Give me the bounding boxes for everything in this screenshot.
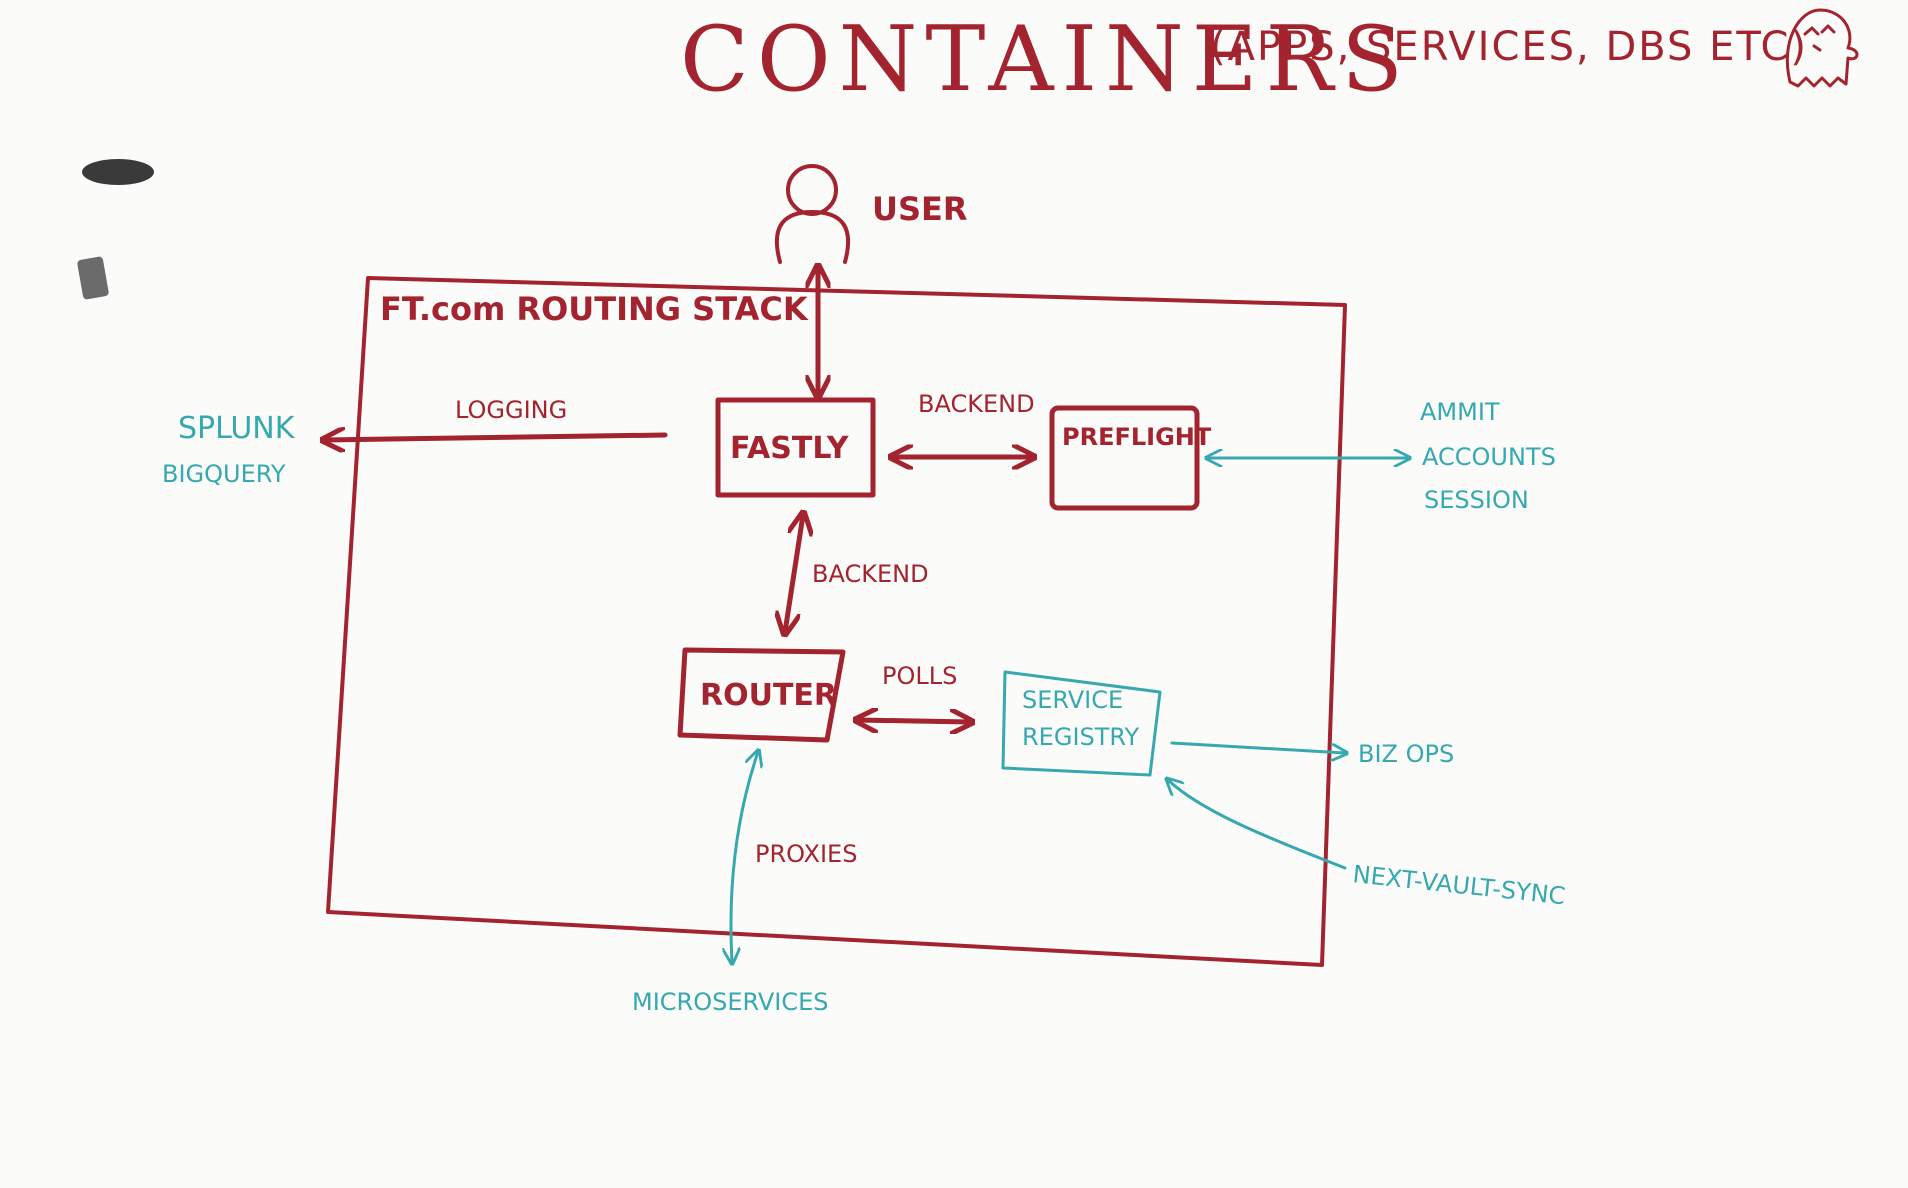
accounts-label: ACCOUNTS: [1422, 443, 1556, 471]
next-vault-sync-label: NEXT-VAULT-SYNC: [1351, 860, 1566, 910]
edge-fastly-router: [785, 515, 803, 632]
preflight-node: [1049, 405, 1200, 511]
edge-router-registry: [858, 720, 970, 722]
ghost-doodle-icon: [1785, 8, 1859, 88]
fastly-node: [715, 397, 876, 498]
splunk-label: SPLUNK: [178, 411, 296, 446]
session-label: SESSION: [1424, 486, 1529, 514]
router-node: [677, 647, 846, 743]
ammit-label: AMMIT: [1420, 398, 1500, 426]
bizops-label: BIZ OPS: [1358, 740, 1454, 768]
magnet-mark-small: [77, 256, 109, 300]
edge-logging: [325, 435, 668, 440]
polls-label: POLLS: [882, 662, 957, 690]
service-registry-node: [1001, 670, 1162, 777]
service-registry-label-2: REGISTRY: [1022, 723, 1140, 751]
backend-label-bottom: BACKEND: [812, 560, 929, 588]
edge-router-microservices: [731, 752, 758, 962]
edge-registry-bizops: [1170, 741, 1345, 753]
proxies-label: PROXIES: [755, 840, 857, 868]
routing-stack-label: FT.com ROUTING STACK: [380, 290, 809, 328]
fastly-label: FASTLY: [730, 431, 850, 466]
user-label: USER: [872, 190, 968, 228]
preflight-label: PREFLIGHT: [1062, 423, 1212, 451]
service-registry-label-1: SERVICE: [1022, 686, 1123, 714]
board-subtitle: (APPS, SERVICES, DBS ETC): [1210, 24, 1808, 70]
user-icon: [774, 164, 851, 264]
backend-label-top: BACKEND: [918, 390, 1035, 418]
board-title: CONTAINERS: [680, 7, 1411, 112]
bigquery-label: BIGQUERY: [162, 460, 286, 488]
router-label: ROUTER: [700, 678, 837, 713]
magnet-mark: [82, 159, 154, 185]
logging-label: LOGGING: [455, 396, 567, 424]
microservices-label: MICROSERVICES: [632, 988, 829, 1016]
routing-stack-boundary: [326, 276, 1347, 967]
edge-vaultsync-registry: [1168, 780, 1347, 870]
